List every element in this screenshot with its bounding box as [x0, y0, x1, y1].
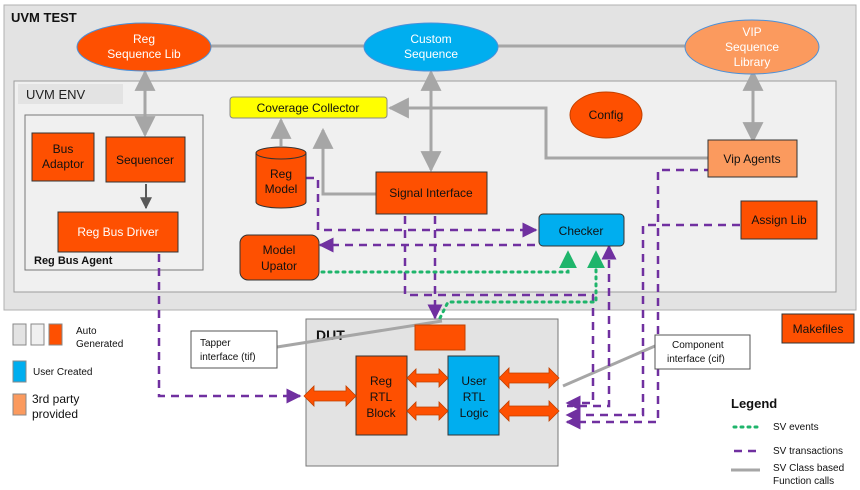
svg-text:RTL: RTL — [370, 390, 393, 404]
legend: Legend SV events SV transactions SV Clas… — [731, 396, 844, 487]
bus-arrow-right-top — [498, 367, 560, 389]
svg-text:Makefiles: Makefiles — [793, 322, 844, 336]
bus-arrow-mid-bottom — [406, 401, 449, 421]
svg-text:VIP: VIP — [742, 25, 761, 39]
svg-text:Reg: Reg — [370, 374, 392, 388]
reg-bus-driver-node: Reg Bus Driver — [57, 211, 179, 253]
svg-text:Signal Interface: Signal Interface — [389, 186, 473, 200]
svg-text:Function calls: Function calls — [773, 476, 834, 487]
bus-arrow-right-bottom — [498, 400, 560, 422]
sv-event-lines — [320, 250, 605, 320]
sv-transaction-lines — [157, 168, 740, 430]
svg-text:Vip Agents: Vip Agents — [723, 152, 780, 166]
legend-title: Legend — [731, 396, 777, 411]
tapper-interface-callout: Tapper interface (tif) — [190, 330, 278, 369]
svg-text:Sequence: Sequence — [725, 40, 779, 54]
svg-text:Generated: Generated — [76, 339, 123, 350]
bus-arrow-reg-left — [303, 385, 357, 407]
svg-text:Adaptor: Adaptor — [42, 157, 84, 171]
svg-text:Reg: Reg — [270, 167, 292, 181]
uvm-test-title: UVM TEST — [11, 10, 77, 25]
svg-text:Bus: Bus — [53, 142, 74, 156]
svg-text:RTL: RTL — [463, 390, 486, 404]
color-key: Auto Generated User Created 3rd party pr… — [12, 323, 123, 421]
svg-text:Model: Model — [265, 182, 298, 196]
svg-text:Checker: Checker — [559, 224, 604, 238]
svg-text:Coverage Collector: Coverage Collector — [257, 101, 360, 115]
sequencer-node: Sequencer — [105, 136, 186, 183]
reg-rtl-block-node: Reg RTL Block — [355, 355, 408, 436]
bus-arrows — [303, 367, 560, 422]
config-node: Config — [569, 91, 643, 139]
svg-text:Reg Bus Driver: Reg Bus Driver — [77, 225, 158, 239]
key-swatch-orange — [48, 323, 63, 346]
svg-text:SV transactions: SV transactions — [773, 446, 843, 457]
key-swatch-light — [30, 323, 45, 346]
makefiles-node: Makefiles — [781, 313, 855, 344]
reg-model-node: Reg Model — [255, 146, 307, 209]
svg-text:User: User — [461, 374, 486, 388]
svg-text:SV events: SV events — [773, 422, 819, 433]
user-rtl-logic-node: User RTL Logic — [447, 355, 500, 436]
reg-sequence-lib-node: Reg Sequence Lib — [76, 22, 212, 72]
svg-text:Reg: Reg — [133, 32, 155, 46]
key-swatch-third-party — [12, 393, 27, 416]
custom-sequence-node: Custom Sequence — [363, 22, 499, 72]
bus-arrow-mid-top — [406, 368, 449, 388]
model-updator-node: Model Upator — [239, 234, 320, 281]
svg-text:Tapper: Tapper — [200, 338, 231, 349]
svg-text:interface (tif): interface (tif) — [200, 352, 256, 363]
svg-text:interface (cif): interface (cif) — [667, 354, 725, 365]
svg-text:Logic: Logic — [460, 406, 489, 420]
svg-text:3rd party: 3rd party — [32, 392, 79, 406]
coverage-collector-node: Coverage Collector — [229, 96, 388, 119]
signal-interface-node: Signal Interface — [375, 171, 488, 215]
svg-text:Assign Lib: Assign Lib — [751, 213, 807, 227]
vip-sequence-library-node: VIP Sequence Library — [684, 19, 820, 75]
uvm-env-title: UVM ENV — [26, 87, 86, 102]
vip-agents-node: Vip Agents — [707, 139, 798, 178]
key-swatch-gray — [12, 323, 27, 346]
dut-interface-block — [414, 324, 466, 351]
svg-text:Upator: Upator — [261, 259, 297, 273]
svg-text:Sequence: Sequence — [404, 47, 458, 61]
key-swatch-user-created — [12, 360, 27, 383]
svg-text:User Created: User Created — [33, 367, 92, 378]
svg-text:Custom: Custom — [410, 32, 451, 46]
svg-text:Sequence Lib: Sequence Lib — [107, 47, 181, 61]
reg-bus-agent-title: Reg Bus Agent — [34, 255, 113, 267]
checker-node: Checker — [538, 213, 625, 247]
svg-text:Sequencer: Sequencer — [116, 153, 174, 167]
component-interface-callout: Component interface (cif) — [654, 334, 751, 370]
bus-adaptor-node: Bus Adaptor — [31, 132, 95, 182]
svg-text:Auto: Auto — [76, 326, 97, 337]
svg-text:Block: Block — [366, 406, 396, 420]
svg-text:Config: Config — [589, 108, 624, 122]
svg-text:Model: Model — [263, 243, 296, 257]
svg-text:Component: Component — [672, 340, 724, 351]
svg-text:Library: Library — [734, 55, 771, 69]
svg-text:provided: provided — [32, 407, 78, 421]
assign-lib-node: Assign Lib — [740, 200, 818, 240]
svg-text:SV Class based: SV Class based — [773, 463, 844, 474]
